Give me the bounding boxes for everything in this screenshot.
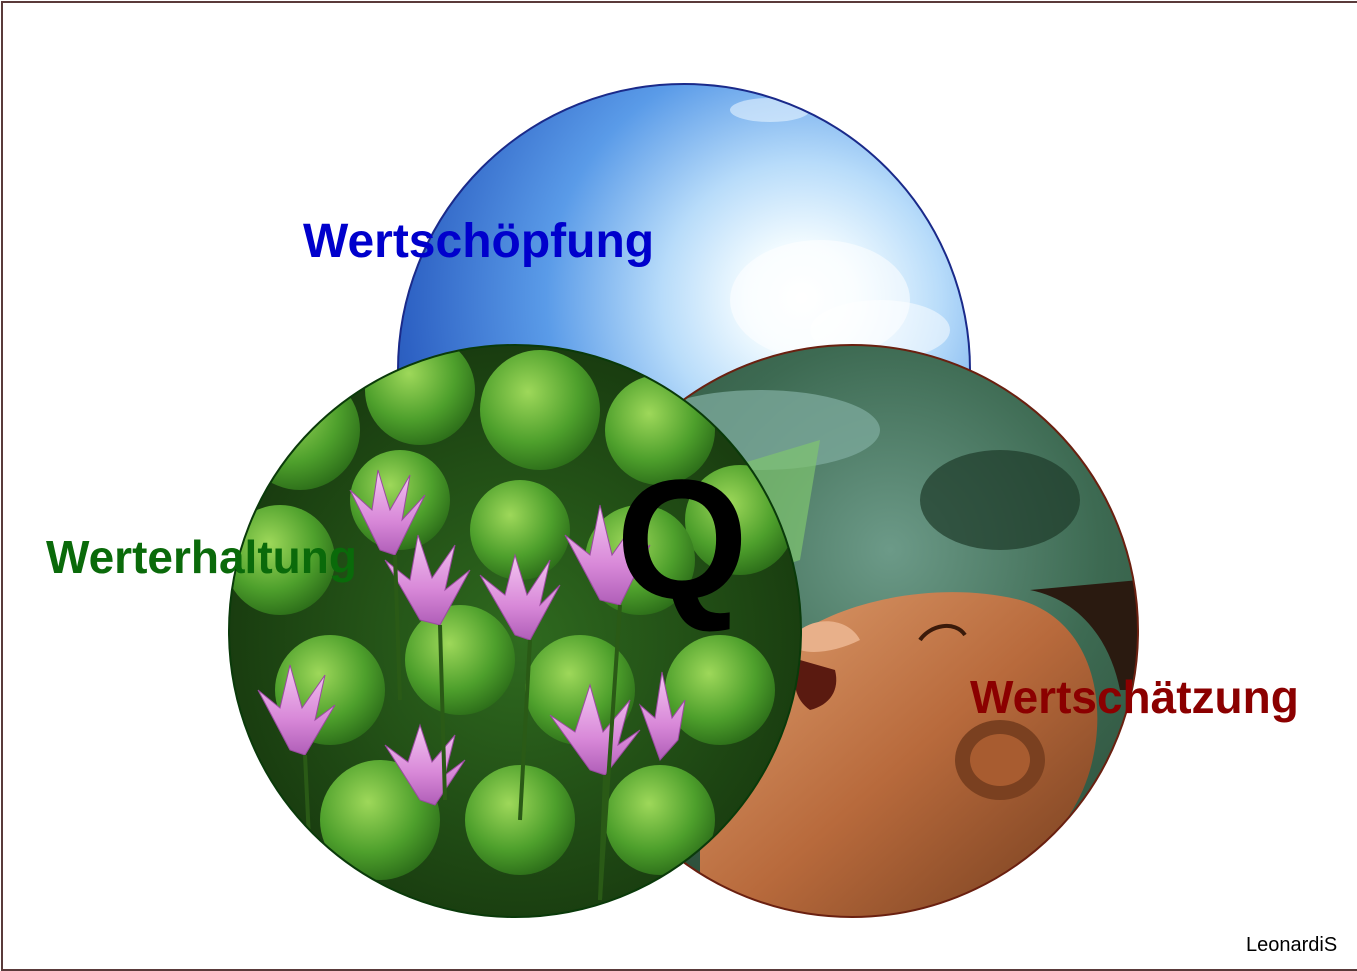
footer-author: LeonardiS	[1246, 934, 1337, 957]
label-werterhaltung: Werterhaltung	[46, 530, 357, 584]
label-wertschaetzung: Wertschätzung	[970, 670, 1299, 724]
label-wertschoepfung: Wertschöpfung	[303, 214, 654, 269]
center-q-letter: Q	[616, 455, 748, 625]
